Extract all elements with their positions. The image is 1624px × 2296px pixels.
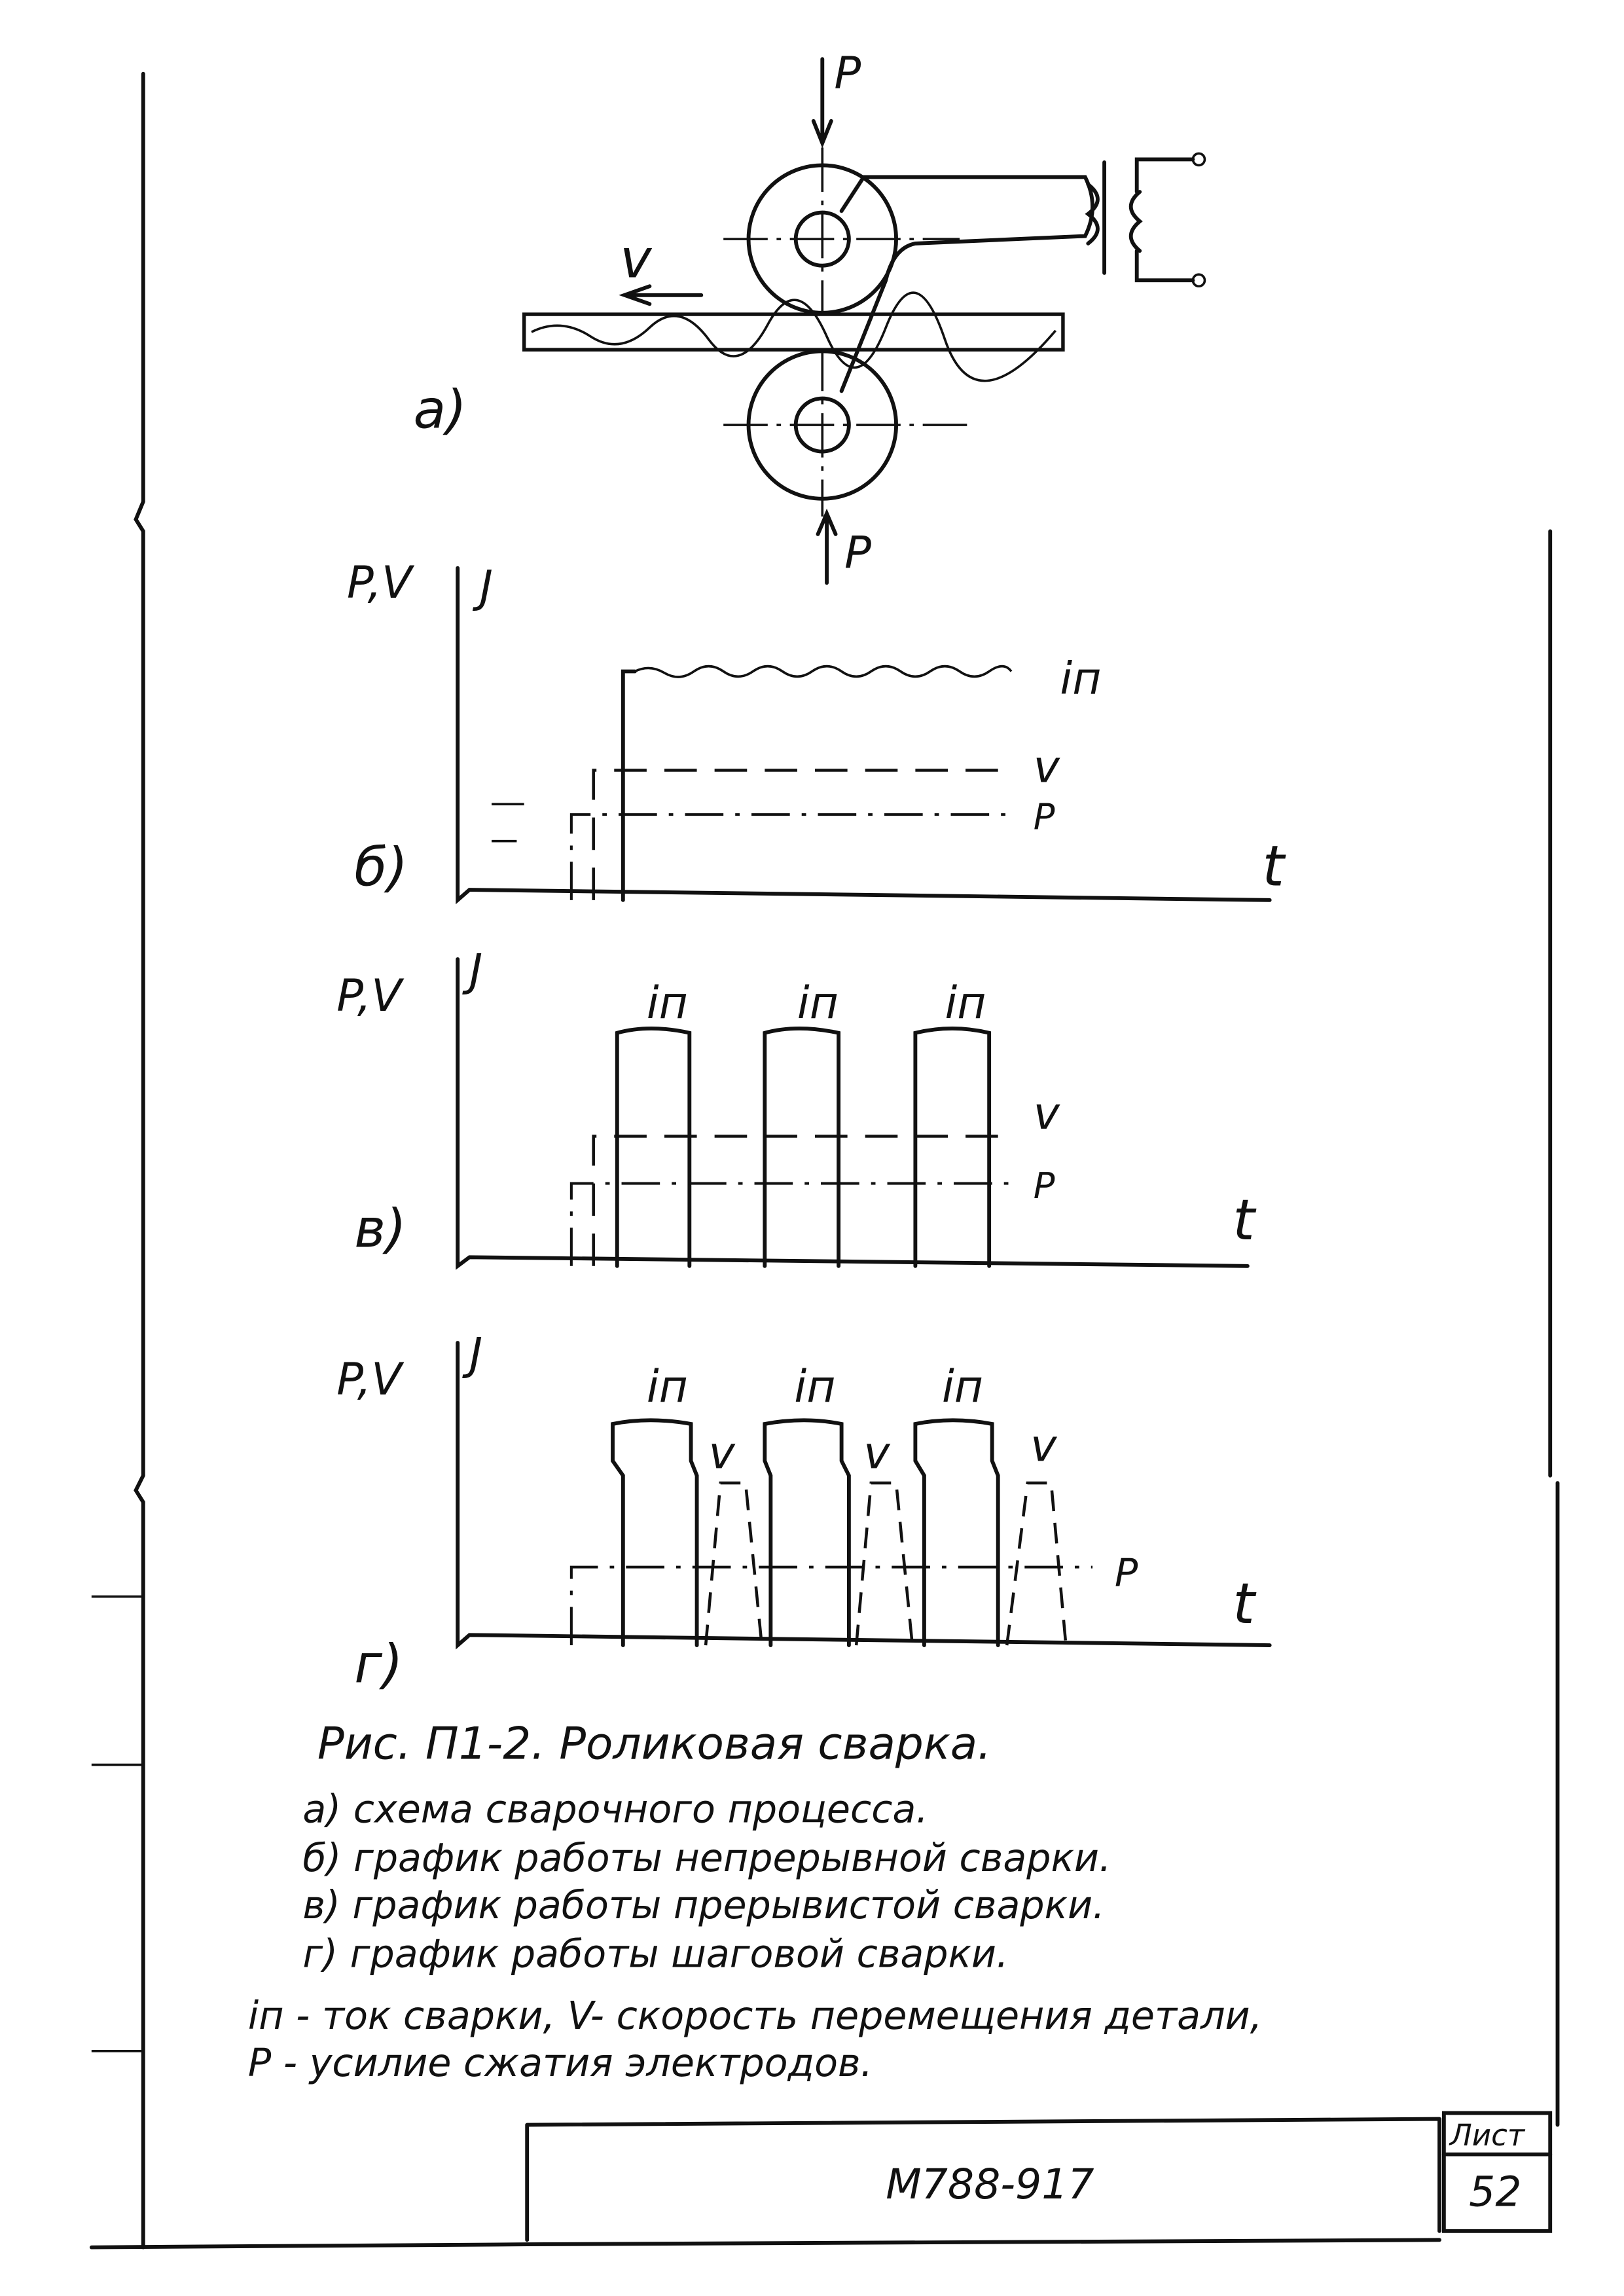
caption-legend: P - усилие сжатия электродов. <box>248 2041 873 2085</box>
force-curve <box>569 1565 1093 1646</box>
graph-continuous-welding: P,V J iп v P t б) <box>347 556 1286 905</box>
svg-text:iп: iп <box>647 1360 688 1412</box>
caption-item: б) график работы непрерывной сварки. <box>302 1836 1111 1880</box>
sheet-frame <box>89 71 1560 2250</box>
svg-text:в): в) <box>354 1199 406 1260</box>
velocity-pulse <box>854 1481 914 1646</box>
current-pulse <box>763 1027 841 1268</box>
caption-item: а) схема сварочного процесса. <box>302 1787 928 1832</box>
svg-text:P,V: P,V <box>336 970 405 1021</box>
caption-legend: iп - ток сварки, V- скорость перемещения… <box>248 1994 1262 2038</box>
figure-caption: Рис. П1-2. Роликовая сварка. а) схема св… <box>248 1718 1262 2086</box>
current-curve <box>634 665 1013 678</box>
svg-text:t: t <box>1233 1571 1257 1637</box>
svg-text:v: v <box>620 229 653 291</box>
svg-text:v: v <box>1030 1419 1057 1471</box>
terminal <box>1191 152 1206 167</box>
figure-a-label: а) <box>414 380 467 441</box>
svg-text:v: v <box>1034 1087 1060 1139</box>
svg-text:P,V: P,V <box>347 556 415 608</box>
svg-text:v: v <box>709 1427 736 1479</box>
transformer-primary <box>1085 182 1100 246</box>
current-pulse <box>913 1418 1000 1647</box>
svg-text:iп: iп <box>794 1360 835 1412</box>
svg-text:J: J <box>472 561 493 613</box>
velocity-curve <box>592 769 1011 900</box>
workpiece <box>522 312 1065 352</box>
svg-text:P: P <box>834 47 861 99</box>
svg-text:iп: iп <box>945 977 986 1029</box>
svg-text:iп: iп <box>797 977 839 1029</box>
velocity-pulse <box>1005 1481 1068 1646</box>
svg-text:t: t <box>1233 1188 1257 1253</box>
svg-text:P: P <box>1115 1551 1138 1595</box>
force-arrow-top <box>811 57 833 149</box>
svg-text:J: J <box>461 945 482 996</box>
graph-intermittent-welding: P,V J iп iп iп v P t в) <box>336 945 1257 1270</box>
velocity-curve <box>592 1135 1011 1266</box>
svg-text:г): г) <box>354 1633 403 1695</box>
current-pulse <box>615 1027 692 1268</box>
title-block: М788-917 Лист 52 <box>525 2111 1553 2242</box>
svg-text:v: v <box>1034 741 1060 793</box>
caption-item: г) график работы шаговой сварки. <box>302 1931 1008 1976</box>
caption-item: в) график работы прерывистой сварки. <box>302 1883 1104 1927</box>
caption-title: Рис. П1-2. Роликовая сварка. <box>317 1718 992 1770</box>
force-curve <box>569 813 1011 900</box>
terminal <box>1191 273 1206 288</box>
force-curve <box>569 1182 1011 1266</box>
svg-text:v: v <box>863 1427 890 1479</box>
graph-step-welding: P,V J iп iп iп v v v P t г) <box>336 1328 1272 1695</box>
velocity-pulse <box>704 1481 764 1646</box>
svg-text:iп: iп <box>942 1360 983 1412</box>
svg-text:б): б) <box>354 837 408 898</box>
current-pulse <box>611 1418 699 1647</box>
svg-text:iп: iп <box>647 977 688 1029</box>
svg-text:P,V: P,V <box>336 1353 405 1405</box>
svg-text:iп: iп <box>1060 652 1101 704</box>
svg-text:t: t <box>1262 833 1286 899</box>
svg-text:P: P <box>844 527 871 579</box>
sheet-label: Лист <box>1449 2118 1526 2153</box>
svg-text:P: P <box>1034 1165 1055 1207</box>
svg-text:P: P <box>1034 797 1055 838</box>
sheet-number: 52 <box>1469 2168 1521 2216</box>
welding-scheme: P P v а) <box>414 47 1206 585</box>
force-arrow-bottom <box>816 508 838 585</box>
velocity-arrow <box>619 284 704 306</box>
transformer-secondary <box>1128 190 1143 253</box>
document-code: М788-917 <box>886 2160 1094 2208</box>
current-pulse <box>913 1027 992 1268</box>
current-pulse <box>763 1418 851 1647</box>
svg-text:J: J <box>461 1328 482 1380</box>
